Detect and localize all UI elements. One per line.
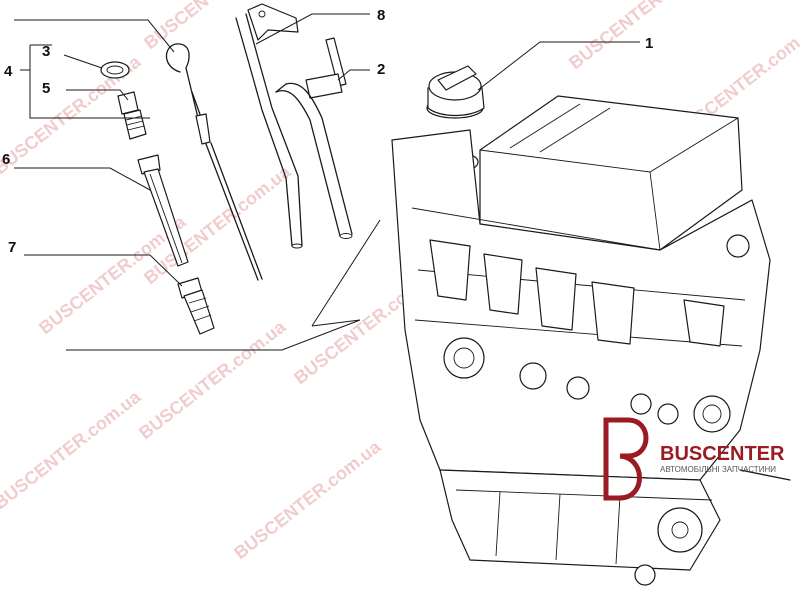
part-guide-tube: [235, 3, 303, 249]
callout-8: 8: [377, 7, 385, 24]
brand-subtitle: АВТОМОБІЛЬНІ ЗАПЧАСТИНИ: [660, 465, 776, 474]
inset-pointer-lines: [66, 219, 381, 351]
part-tube-adaptor: [177, 277, 215, 335]
part-dipstick: [165, 43, 263, 281]
callout-7: 7: [8, 239, 16, 256]
part-threaded-plug: [117, 91, 147, 140]
part-breather-pipe: [275, 37, 353, 239]
part-dipstick-tube: [137, 154, 189, 267]
callout-3: 3: [42, 43, 50, 60]
part-filler-cap: [426, 65, 485, 119]
callout-1: 1: [645, 35, 653, 52]
part-seal-ring: [100, 61, 130, 79]
callouts: 1 2 3 4 5 6 7 8: [2, 7, 653, 256]
leader-lines: [14, 13, 640, 287]
callout-5: 5: [42, 80, 50, 97]
callout-4: 4: [4, 63, 13, 80]
brand-b-icon: [603, 417, 649, 501]
watermark: BUSCENTER.com.ua: [0, 386, 145, 513]
callout-6: 6: [2, 151, 10, 168]
callout-2: 2: [377, 61, 385, 78]
brand-name: BUSCENTER: [660, 443, 785, 465]
watermark: BUSCENTER.com.ua: [135, 316, 290, 443]
engine-block: [391, 95, 791, 586]
watermark: BUSCENTER.com.ua: [230, 436, 385, 563]
brand-logo: BUSCENTER АВТОМОБІЛЬНІ ЗАПЧАСТИНИ: [603, 417, 785, 501]
watermark: BUSCENTER.com.ua: [565, 0, 720, 73]
